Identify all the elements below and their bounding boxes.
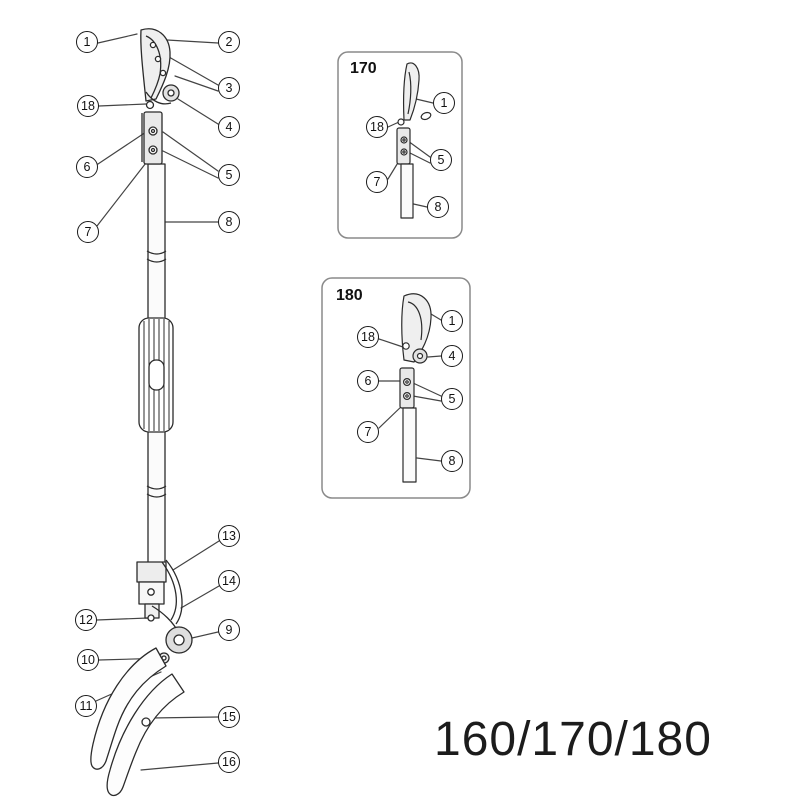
- callout-main-11: 11: [75, 695, 97, 717]
- inset-170-label: 170: [350, 60, 377, 77]
- callout-180-18: 18: [357, 326, 379, 348]
- callout-180-7: 7: [357, 421, 379, 443]
- callout-main-1: 1: [76, 31, 98, 53]
- callout-main-13: 13: [218, 525, 240, 547]
- main-tool-art: [90, 28, 193, 797]
- callout-170-1: 1: [433, 92, 455, 114]
- callout-180-5: 5: [441, 388, 463, 410]
- top-blade: [140, 28, 171, 102]
- pull-rod: [165, 559, 183, 625]
- callout-180-8: 8: [441, 450, 463, 472]
- top-nut: [145, 100, 155, 110]
- callout-main-2: 2: [218, 31, 240, 53]
- pole-joint-lower: [146, 485, 167, 498]
- inset-frames: [321, 51, 471, 499]
- handle-hole: [141, 717, 151, 727]
- callout-main-12: 12: [75, 609, 97, 631]
- callout-main-3: 3: [218, 77, 240, 99]
- callout-180-1: 1: [441, 310, 463, 332]
- inset-180-label: 180: [336, 287, 363, 304]
- callout-main-14: 14: [218, 570, 240, 592]
- callout-main-18: 18: [77, 95, 99, 117]
- callout-180-6: 6: [357, 370, 379, 392]
- callout-170-5: 5: [430, 149, 452, 171]
- callout-main-16: 16: [218, 751, 240, 773]
- pole-joint-upper: [146, 250, 167, 263]
- upper-handle: [90, 647, 167, 770]
- callout-main-6: 6: [76, 156, 98, 178]
- callout-180-4: 4: [441, 345, 463, 367]
- inset-170-frame: [337, 51, 463, 239]
- inset-180-art: [399, 293, 432, 483]
- callout-170-8: 8: [427, 196, 449, 218]
- callout-main-7: 7: [77, 221, 99, 243]
- mount-bracket: [143, 111, 163, 165]
- inset-170-art: [396, 62, 432, 219]
- lower-coupler: [136, 561, 167, 583]
- lower-handle: [106, 673, 185, 797]
- callout-main-5: 5: [218, 164, 240, 186]
- callout-170-18: 18: [366, 116, 388, 138]
- model-numbers-title: 160/170/180: [434, 713, 712, 766]
- inset-180-frame: [321, 277, 471, 499]
- callout-main-4: 4: [218, 116, 240, 138]
- callout-main-9: 9: [218, 619, 240, 641]
- callout-170-7: 7: [366, 171, 388, 193]
- callout-main-10: 10: [77, 649, 99, 671]
- callout-main-8: 8: [218, 211, 240, 233]
- callout-main-15: 15: [218, 706, 240, 728]
